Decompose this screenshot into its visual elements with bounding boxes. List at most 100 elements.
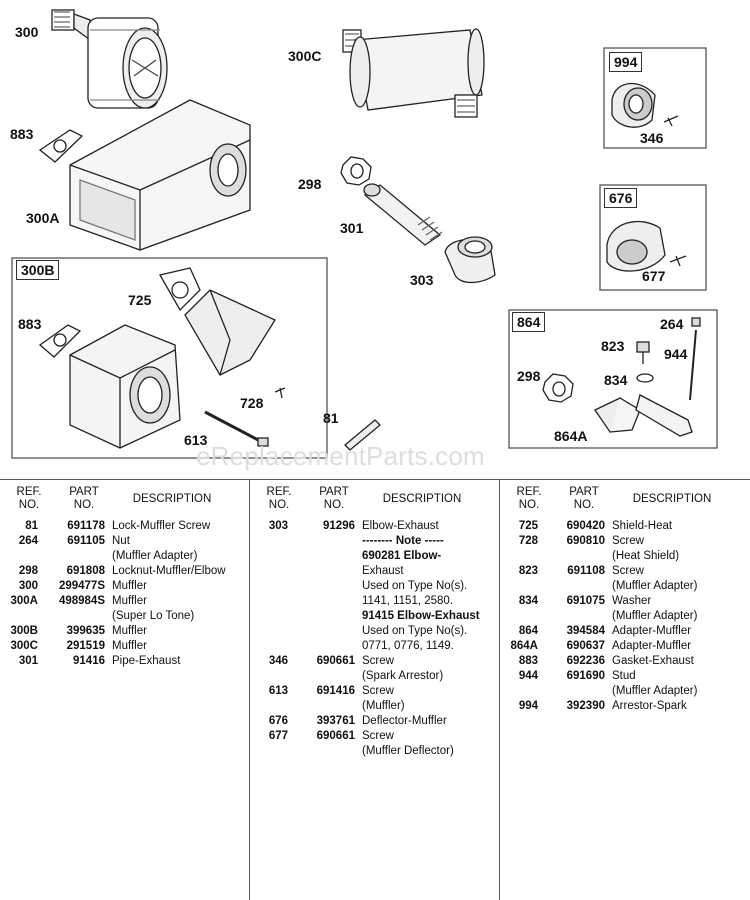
group-box-864 — [508, 309, 718, 449]
description: Adapter-Muffler — [612, 640, 692, 652]
description: Screw — [612, 565, 644, 577]
ref-number: 613 — [268, 685, 288, 697]
part-number: 691416 — [316, 685, 355, 697]
description: Screw — [362, 730, 394, 742]
table-row: (Heat Shield) — [500, 550, 745, 565]
part-300B-muffler — [38, 324, 181, 449]
column-divider — [499, 480, 500, 900]
description: 0771, 0776, 1149. — [362, 640, 454, 652]
ref-number: 300A — [10, 595, 39, 607]
callout-864A: 864A — [554, 428, 588, 444]
part-number: 691690 — [566, 670, 605, 682]
part-676-deflector — [606, 220, 687, 272]
description: (Spark Arrestor) — [362, 670, 444, 682]
description: Screw — [612, 535, 644, 547]
description: (Muffler) — [362, 700, 405, 712]
description: (Muffler Adapter) — [612, 685, 698, 697]
callout-823: 823 — [601, 338, 625, 354]
part-number: 690637 — [566, 640, 605, 652]
description: (Muffler Deflector) — [362, 745, 454, 757]
part-number: 91416 — [73, 655, 105, 667]
description: Gasket-Exhaust — [612, 655, 694, 667]
ref-number: 834 — [518, 595, 538, 607]
description: Pipe-Exhaust — [112, 655, 181, 667]
part-number: 392390 — [566, 700, 605, 712]
callout-994: 994 — [609, 52, 643, 72]
table-row: (Muffler Deflector) — [250, 745, 495, 760]
callout-944: 944 — [664, 346, 688, 362]
callout-613: 613 — [184, 432, 208, 448]
description: (Muffler Adapter) — [612, 610, 698, 622]
group-box-300B — [11, 257, 328, 459]
table-row: (Muffler Adapter) — [500, 580, 745, 595]
table-row: 690281 Elbow- — [250, 550, 495, 565]
part-number: 299477S — [58, 580, 105, 592]
part-300A-muffler — [69, 99, 251, 251]
callout-300B: 300B — [16, 260, 60, 280]
description: Shield-Heat — [612, 520, 673, 532]
description: Nut — [112, 535, 130, 547]
ref-number: 994 — [518, 700, 538, 712]
part-number: 690810 — [566, 535, 605, 547]
callout-300C: 300C — [288, 48, 322, 64]
description: (Muffler Adapter) — [112, 550, 198, 562]
callout-300A: 300A — [26, 210, 60, 226]
description: Screw — [362, 685, 394, 697]
ref-number: 300B — [10, 625, 39, 637]
part-number: 691178 — [67, 520, 105, 532]
part-number: 91296 — [323, 520, 355, 532]
part-number: 394584 — [566, 625, 605, 637]
callout-300: 300 — [15, 24, 39, 40]
callout-725: 725 — [128, 292, 152, 308]
description: Muffler — [112, 595, 147, 607]
callout-346: 346 — [640, 130, 664, 146]
callout-298b: 298 — [517, 368, 541, 384]
ref-number: 864 — [518, 625, 538, 637]
table-row: 1141, 1151, 2580. — [250, 595, 495, 610]
part-725-heat-shield — [159, 267, 276, 376]
callout-264: 264 — [660, 316, 684, 332]
callout-883: 883 — [10, 126, 34, 142]
table-row: (Super Lo Tone) — [0, 610, 245, 625]
header-description: DESCRIPTION — [132, 493, 212, 505]
part-number: 399635 — [66, 625, 105, 637]
part-301-pipe — [363, 183, 443, 246]
description: Deflector-Muffler — [362, 715, 447, 727]
table-row: 0771, 0776, 1149. — [250, 640, 495, 655]
part-994-arrestor — [611, 82, 679, 128]
description: 690281 Elbow- — [362, 550, 442, 562]
part-883-gasket — [38, 129, 84, 163]
table-row: Exhaust — [250, 565, 495, 580]
part-number: 690661 — [316, 655, 355, 667]
part-number: 692236 — [566, 655, 605, 667]
part-81-lock-screw — [344, 419, 381, 451]
description: (Muffler Adapter) — [612, 580, 698, 592]
table-row: Used on Type No(s). — [250, 625, 495, 640]
description: Used on Type No(s). — [362, 580, 468, 592]
description: Used on Type No(s). — [362, 625, 468, 637]
callout-677: 677 — [642, 268, 666, 284]
description: Elbow-Exhaust — [362, 520, 439, 532]
callout-301: 301 — [340, 220, 364, 236]
part-864-adapter — [542, 317, 701, 437]
table-row: Used on Type No(s). — [250, 580, 495, 595]
part-number: 393761 — [316, 715, 355, 727]
description: Lock-Muffler Screw — [112, 520, 211, 532]
